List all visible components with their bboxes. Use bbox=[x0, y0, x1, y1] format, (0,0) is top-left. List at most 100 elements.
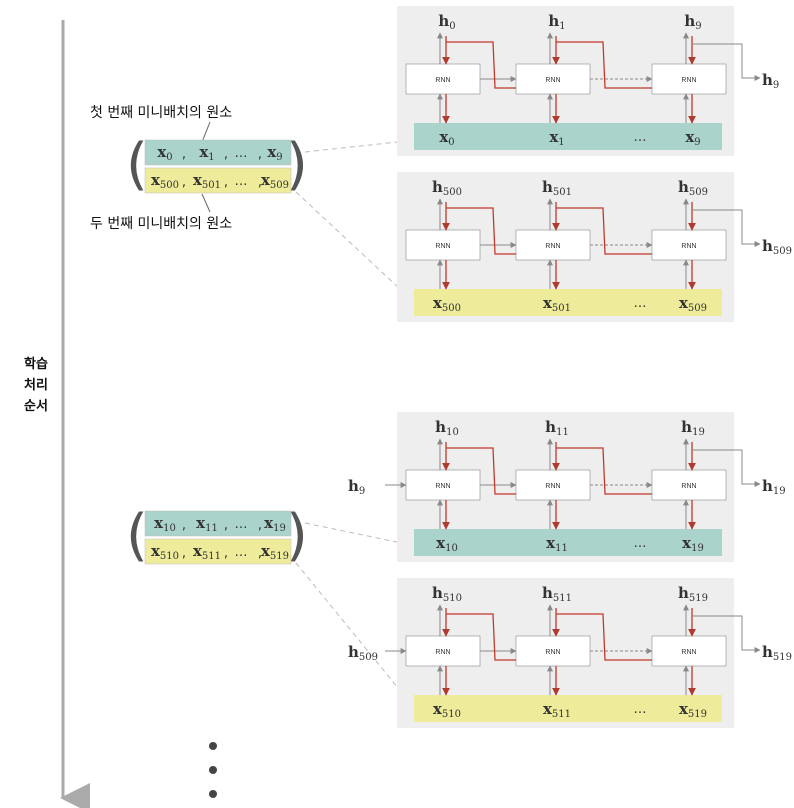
input-label: x511 bbox=[543, 700, 571, 720]
minibatch-element-symbol: x bbox=[157, 143, 167, 161]
minibatch-ellipsis: … bbox=[235, 517, 248, 532]
minibatch-element: x510 bbox=[151, 542, 179, 562]
incoming-hidden-label: h9 bbox=[348, 477, 365, 497]
input-label: x510 bbox=[433, 700, 461, 720]
backward-hidden-path bbox=[446, 447, 516, 495]
comma: , bbox=[182, 546, 186, 561]
rnn-cell-label: RNN bbox=[435, 243, 450, 250]
right-paren: ) bbox=[286, 503, 308, 568]
hidden-state-label: h500 bbox=[432, 178, 462, 198]
hidden-state-label-subscript: 510 bbox=[443, 593, 462, 604]
note-second-minibatch: 두 번째 미니배치의 원소 bbox=[90, 216, 232, 232]
minibatch-element-symbol: x bbox=[151, 542, 161, 560]
minibatch-element-subscript: 11 bbox=[205, 523, 218, 534]
minibatch-element: x1 bbox=[199, 143, 214, 163]
input-label-symbol: x bbox=[549, 128, 559, 146]
rnn-cell-label: RNN bbox=[545, 649, 560, 656]
input-label-symbol: x bbox=[436, 534, 446, 552]
minibatch-row-yellow bbox=[144, 167, 292, 194]
hidden-state-label: h19 bbox=[681, 418, 705, 438]
rnn-cell bbox=[405, 63, 481, 95]
input-label-symbol: x bbox=[682, 534, 692, 552]
input-label: x500 bbox=[433, 294, 461, 314]
input-label-symbol: x bbox=[543, 294, 553, 312]
minibatch-element-subscript: 1 bbox=[208, 152, 214, 163]
output-hidden-label: h509 bbox=[762, 237, 792, 257]
hidden-state-label-symbol: h bbox=[542, 178, 553, 196]
input-label: x11 bbox=[546, 534, 568, 554]
minibatch-element-subscript: 511 bbox=[202, 551, 221, 562]
rnn-cell-label: RNN bbox=[681, 243, 696, 250]
rnn-cell bbox=[515, 469, 591, 501]
input-label-symbol: x bbox=[543, 700, 553, 718]
input-label-subscript: 509 bbox=[688, 303, 707, 314]
rnn-cell bbox=[651, 229, 727, 261]
input-band bbox=[414, 695, 722, 722]
output-hidden-label-subscript: 509 bbox=[773, 246, 792, 257]
input-label-subscript: 1 bbox=[558, 137, 564, 148]
input-label-symbol: x bbox=[546, 534, 556, 552]
comma: , bbox=[258, 175, 262, 190]
minibatch-row-teal bbox=[144, 510, 292, 537]
output-hidden-label-subscript: 19 bbox=[773, 486, 786, 497]
comma: , bbox=[182, 147, 186, 162]
incoming-hidden-label-subscript: 509 bbox=[359, 652, 378, 663]
backward-hidden-path bbox=[556, 613, 652, 661]
input-label: x10 bbox=[436, 534, 458, 554]
hidden-state-label: h511 bbox=[542, 584, 572, 604]
hidden-state-label: h509 bbox=[678, 178, 708, 198]
minibatch-element-subscript: 10 bbox=[163, 523, 176, 534]
input-label-symbol: x bbox=[685, 128, 695, 146]
input-label-subscript: 501 bbox=[552, 303, 571, 314]
output-hidden-arrow bbox=[692, 615, 761, 653]
hidden-state-label-symbol: h bbox=[681, 418, 692, 436]
input-label-symbol: x bbox=[679, 700, 689, 718]
hidden-state-label-symbol: h bbox=[545, 418, 556, 436]
backward-hidden-path bbox=[556, 41, 652, 89]
rnn-cell bbox=[515, 63, 591, 95]
minibatch-element-symbol: x bbox=[261, 171, 271, 189]
output-hidden-label: h19 bbox=[762, 477, 786, 497]
hidden-state-label-subscript: 0 bbox=[449, 21, 455, 32]
rnn-cell-label: RNN bbox=[545, 243, 560, 250]
backward-hidden-path bbox=[446, 41, 516, 89]
hidden-state-label-symbol: h bbox=[678, 584, 689, 602]
minibatch-element-symbol: x bbox=[267, 143, 277, 161]
input-label-subscript: 9 bbox=[694, 137, 700, 148]
hidden-state-label-subscript: 500 bbox=[443, 187, 462, 198]
minibatch-element: x9 bbox=[267, 143, 282, 163]
comma: , bbox=[258, 518, 262, 533]
comma: , bbox=[224, 518, 228, 533]
minibatch-element-symbol: x bbox=[196, 514, 206, 532]
rnn-cell-label: RNN bbox=[681, 649, 696, 656]
input-ellipsis: … bbox=[634, 296, 647, 311]
input-label: x519 bbox=[679, 700, 707, 720]
output-hidden-arrow bbox=[692, 209, 761, 247]
comma: , bbox=[224, 175, 228, 190]
order-label-2: 처리 bbox=[24, 377, 48, 393]
minibatch-element: x19 bbox=[264, 514, 286, 534]
input-label-subscript: 519 bbox=[688, 709, 707, 720]
minibatch-element-subscript: 19 bbox=[273, 523, 286, 534]
minibatch-row-yellow bbox=[144, 538, 292, 565]
output-hidden-label: h519 bbox=[762, 643, 792, 663]
hidden-state-label: h519 bbox=[678, 584, 708, 604]
hidden-state-label: h11 bbox=[545, 418, 569, 438]
input-band bbox=[414, 529, 722, 556]
hidden-state-label-subscript: 519 bbox=[689, 593, 708, 604]
backward-hidden-path bbox=[446, 207, 516, 255]
input-label-subscript: 10 bbox=[445, 543, 458, 554]
comma: , bbox=[224, 546, 228, 561]
minibatch-element: x10 bbox=[154, 514, 176, 534]
hidden-state-label: h10 bbox=[435, 418, 459, 438]
input-label-subscript: 11 bbox=[555, 543, 568, 554]
minibatch-element-symbol: x bbox=[193, 542, 203, 560]
rnn-cell-label: RNN bbox=[681, 77, 696, 84]
minibatch-element-symbol: x bbox=[199, 143, 209, 161]
minibatch-row-teal bbox=[144, 139, 292, 166]
minibatch-ellipsis: … bbox=[235, 545, 248, 560]
comma: , bbox=[258, 546, 262, 561]
hidden-state-label-symbol: h bbox=[432, 584, 443, 602]
rnn-cell-label: RNN bbox=[435, 483, 450, 490]
